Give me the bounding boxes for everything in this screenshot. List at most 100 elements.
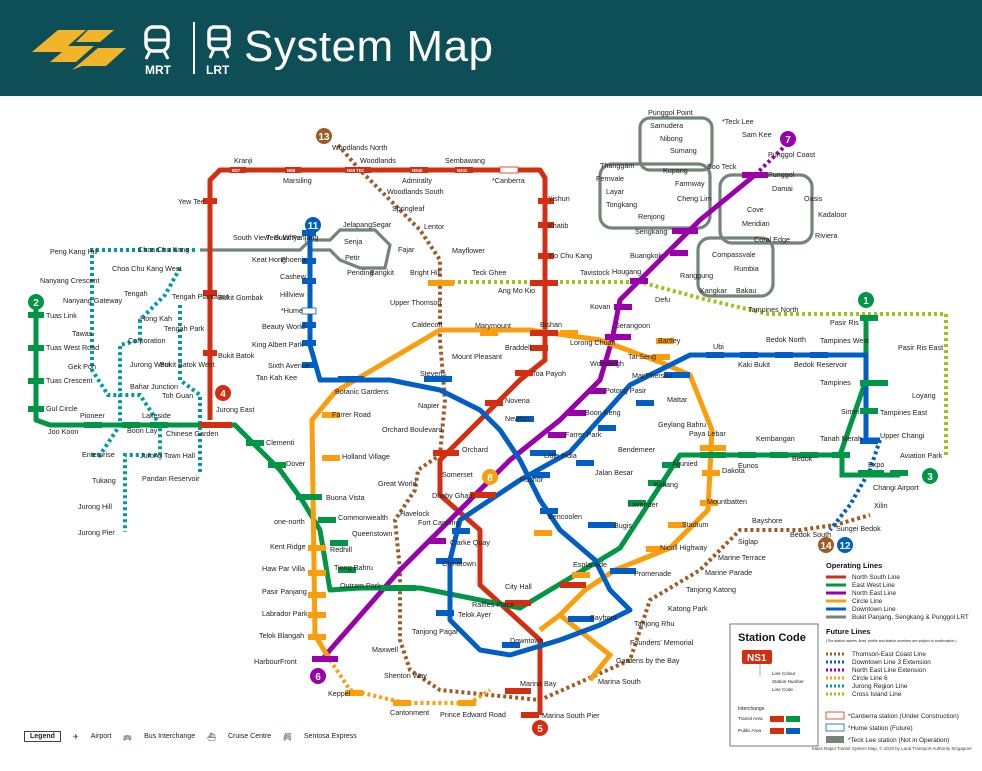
svg-text:Newton: Newton [505,414,529,423]
cruise-label: Cruise Centre [227,733,272,740]
svg-text:Haw Par Villa: Haw Par Villa [262,564,305,573]
svg-text:Thanggam: Thanggam [600,161,634,170]
svg-text:MacPherson: MacPherson [632,371,672,380]
svg-text:Potong Pasir: Potong Pasir [605,386,647,395]
mrt-label: MRT [145,63,171,77]
svg-text:Jurong Hill: Jurong Hill [78,502,112,511]
svg-text:Punggol Point: Punggol Point [648,108,693,117]
svg-text:Great World: Great World [378,479,417,488]
svg-text:Tampines West: Tampines West [820,336,869,345]
svg-text:Bukit Batok West: Bukit Batok West [160,360,215,369]
svg-text:13: 13 [318,132,330,143]
svg-text:Farrer Park: Farrer Park [565,430,602,439]
svg-text:Bedok North: Bedok North [766,335,806,344]
svg-text:Bishan: Bishan [540,320,562,329]
svg-text:NS1: NS1 [747,653,767,664]
svg-text:Rumbia: Rumbia [734,264,759,273]
mrt-train-icon [144,25,170,60]
svg-text:Tavistock: Tavistock [580,268,610,277]
svg-text:Kadaloor: Kadaloor [818,210,847,219]
svg-text:Toa Payoh: Toa Payoh [532,369,566,378]
svg-text:Samudera: Samudera [650,121,683,130]
svg-text:Nanyang Crescent: Nanyang Crescent [40,276,100,285]
svg-text:Farmway: Farmway [675,179,705,188]
svg-text:Nanyang Gateway: Nanyang Gateway [63,296,123,305]
svg-text:12: 12 [839,541,851,552]
svg-text:Tanah Merah: Tanah Merah [820,434,862,443]
svg-text:Tengah Plantation: Tengah Plantation [172,292,230,301]
svg-text:Gek Poh: Gek Poh [68,362,96,371]
svg-text:Holland Village: Holland Village [342,452,390,461]
svg-text:Tengah: Tengah [124,289,148,298]
svg-text:Tuas Crescent: Tuas Crescent [46,376,92,385]
svg-text:Woodlands South: Woodlands South [387,187,444,196]
svg-text:Chinese Garden: Chinese Garden [166,429,218,438]
svg-text:Dakota: Dakota [722,466,745,475]
svg-text:Marina South Pier: Marina South Pier [542,711,600,720]
svg-text:Pandan Reservoir: Pandan Reservoir [142,474,200,483]
svg-text:Gardens by the Bay: Gardens by the Bay [616,656,680,665]
svg-text:Keat Hong: Keat Hong [252,255,286,264]
svg-text:Bright Hill: Bright Hill [410,268,441,277]
svg-text:7: 7 [785,135,791,146]
svg-text:Defu: Defu [655,295,670,304]
svg-text:Raffles Place: Raffles Place [472,600,514,609]
station-codes: NS7 NS8 NS9 TE2 NS10 NS11 [28,166,908,718]
svg-text:Sungei Bedok: Sungei Bedok [836,524,881,533]
svg-text:Chinatown: Chinatown [442,559,476,568]
svg-text:Downtown Line 3 Extension: Downtown Line 3 Extension [852,659,931,666]
airport-icon: ✈ [72,733,79,741]
svg-text:8: 8 [487,473,493,484]
svg-text:Xilin: Xilin [874,501,888,510]
svg-text:Dover: Dover [286,459,306,468]
svg-text:Sixth Avenue: Sixth Avenue [268,361,310,370]
svg-text:Tampines North: Tampines North [748,305,798,314]
svg-text:Eunos: Eunos [738,461,759,470]
svg-text:Tai Seng: Tai Seng [628,352,656,361]
circle-line-6 [328,658,492,705]
svg-text:Clarke Quay: Clarke Quay [450,538,490,547]
svg-text:Kranji: Kranji [234,156,253,165]
smrt-logo-icon [32,30,126,70]
svg-text:Telok Blangah: Telok Blangah [259,631,304,640]
lrt-label: LRT [206,63,230,77]
svg-text:Fernvale: Fernvale [596,174,624,183]
svg-text:Choa Chu Kang West: Choa Chu Kang West [112,264,181,273]
svg-text:Geylang Bahru: Geylang Bahru [658,420,706,429]
svg-text:Clementi: Clementi [266,438,295,447]
svg-text:NS9 TE2: NS9 TE2 [347,168,365,173]
sentosa-label: Sentosa Express [303,733,357,740]
airport-label: Airport [90,733,112,740]
svg-text:11: 11 [308,221,319,232]
svg-text:Yio Chu Kang: Yio Chu Kang [548,251,592,260]
svg-text:Pending: Pending [347,268,373,277]
svg-text:2: 2 [33,298,39,309]
svg-text:*Hume: *Hume [281,306,303,315]
svg-text:Punggol: Punggol [768,170,795,179]
svg-text:3: 3 [927,472,933,483]
svg-text:*Canberra station (Under Const: *Canberra station (Under Construction) [848,713,959,720]
svg-text:NS8: NS8 [287,168,296,173]
north-east-line [320,173,757,662]
svg-text:Tukang: Tukang [92,476,116,485]
svg-text:Kupang: Kupang [663,166,688,175]
svg-text:Mount Pleasant: Mount Pleasant [452,352,502,361]
svg-text:Senja: Senja [344,237,362,246]
svg-text:King Albert Park: King Albert Park [252,340,304,349]
svg-text:Marine Parade: Marine Parade [705,568,752,577]
svg-text:Stadium: Stadium [682,520,708,529]
svg-text:Bencoolen: Bencoolen [548,512,582,521]
svg-text:Bukit Batok: Bukit Batok [218,351,255,360]
svg-text:Pioneer: Pioneer [80,411,105,420]
bottom-legend: Legend ✈ Airport 🚌 Bus Interchange ⛴ Cru… [24,731,357,742]
svg-text:Bendemeer: Bendemeer [618,445,656,454]
svg-text:Mountbatten: Mountbatten [707,497,747,506]
svg-text:Pasir Panjang: Pasir Panjang [262,587,307,596]
svg-text:Marymount: Marymount [475,321,511,330]
svg-text:Outram Park: Outram Park [340,581,381,590]
svg-text:Oasis: Oasis [804,194,823,203]
sentosa-icon: 🚝 [283,733,292,741]
svg-text:Thomson-East Coast Line: Thomson-East Coast Line [852,651,926,658]
svg-text:Mattar: Mattar [667,395,688,404]
svg-text:Bedok South: Bedok South [790,530,831,539]
